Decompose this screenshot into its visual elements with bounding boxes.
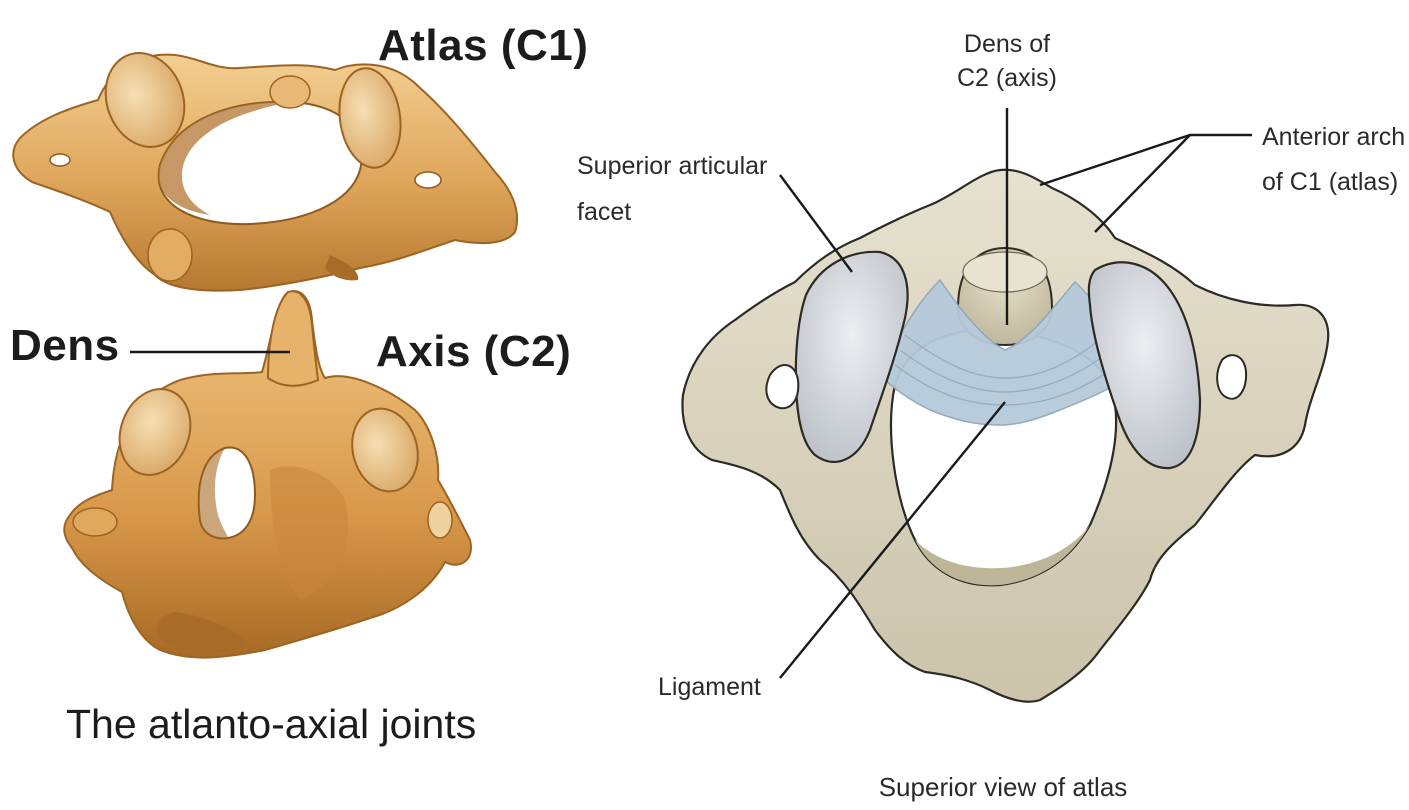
anterior-arch-leader-line [1040,135,1252,185]
label-superior-articular-facet-line2: facet [577,198,631,226]
label-ligament: Ligament [658,673,761,701]
caption-superior-view-of-atlas: Superior view of atlas [879,772,1128,802]
caption-atlanto-axial-joints: The atlanto-axial joints [66,701,476,747]
facet-leader-line [780,175,852,272]
atlas-superior-view-bone [682,170,1328,702]
left-panel: Atlas (C1) Dens Axis (C2) The atlanto-ax… [10,21,588,747]
label-dens-of-c2: Dens of [964,30,1050,58]
right-panel: Dens of C2 (axis) Anterior arch of C1 (a… [577,30,1405,802]
atlas-c1-bone [13,42,517,291]
label-dens: Dens [10,321,120,370]
label-anterior-arch-line2: of C1 (atlas) [1262,168,1398,196]
label-atlas-c1: Atlas (C1) [378,21,588,70]
label-anterior-arch: Anterior arch [1262,123,1405,151]
label-dens-of-c2-line2: C2 (axis) [957,64,1057,92]
label-superior-articular-facet: Superior articular [577,152,767,180]
anterior-arch-leader-line-2 [1095,135,1190,232]
label-axis-c2: Axis (C2) [376,327,571,376]
